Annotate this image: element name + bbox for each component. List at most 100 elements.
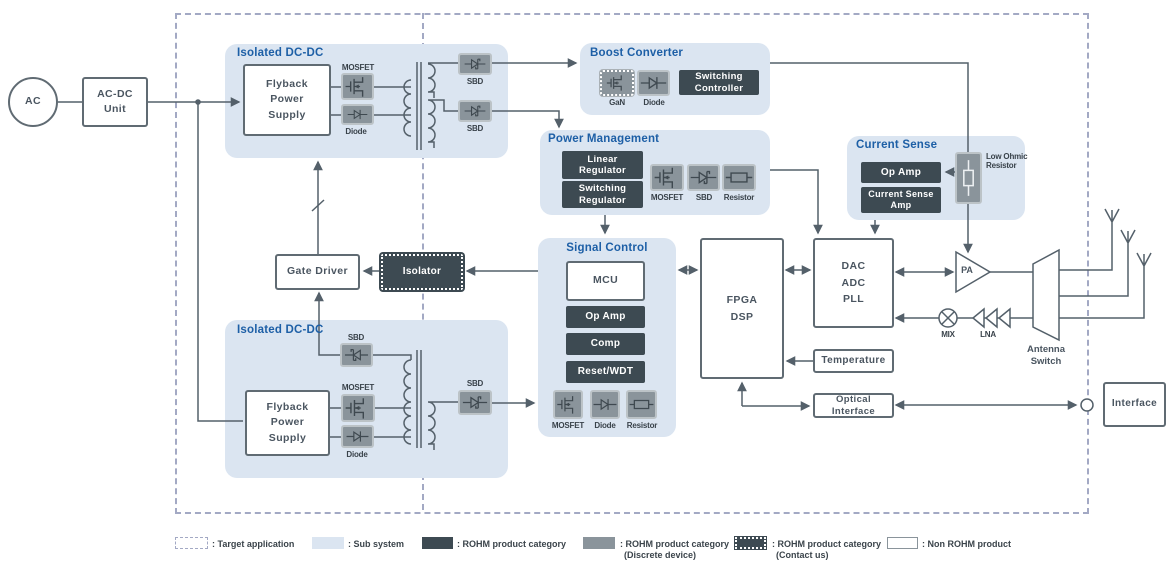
pm-mosfet-label: MOSFET	[650, 193, 684, 202]
transformer-bottom-core	[416, 350, 422, 448]
cs-opamp-box: Op Amp	[861, 162, 941, 183]
sbd-icon	[458, 53, 492, 75]
sbd-icon	[458, 100, 492, 122]
flyback-bottom-box: Flyback Power Supply	[245, 390, 330, 456]
transformer-top-secondary2	[427, 99, 458, 148]
temperature-box: Temperature	[813, 349, 894, 373]
transformer-top-primary	[403, 79, 412, 137]
legend-label-contact-main: : ROHM product category	[772, 539, 882, 549]
antenna-2	[1059, 229, 1136, 297]
legend-label-target: : Target application	[212, 539, 295, 549]
wire-primary-top-lead	[372, 354, 412, 360]
mosfet-top-label: MOSFET	[341, 63, 375, 72]
interface-label: Interface	[1111, 398, 1158, 410]
legend-label-discrete-main: : ROHM product category	[620, 539, 730, 549]
legend-swatch-non-rohm	[887, 537, 918, 549]
transformer-top-core	[416, 62, 422, 150]
wire-flyback-bottom-stubs	[330, 407, 411, 438]
diode-icon	[637, 70, 670, 96]
pm-sbd-label: SBD	[695, 193, 713, 202]
sbd-rev-label: SBD	[347, 333, 365, 342]
legend-swatch-rohm	[422, 537, 453, 549]
wire-power-mgmt-to-dac	[770, 169, 823, 235]
reset-wdt-box: Reset/WDT	[566, 361, 645, 383]
mix-label: MIX	[941, 330, 955, 339]
fpga-dsp-label: FPGA DSP	[726, 293, 758, 323]
interface-box: Interface	[1103, 382, 1166, 427]
legend-label-discrete: : ROHM product category(Discrete device)	[620, 539, 729, 562]
gan-label: GaN	[609, 98, 625, 107]
lna-label: LNA	[980, 330, 996, 339]
boundary-connector-circle	[1080, 398, 1094, 412]
wire-boost-to-pa	[770, 62, 973, 254]
low-ohmic-resistor-label: Low Ohmic Resistor	[986, 152, 1028, 170]
diode-top-label: Diode	[345, 127, 367, 136]
ac-source: AC	[8, 77, 58, 127]
comp-box: Comp	[566, 333, 645, 355]
fpga-dsp-box: FPGA DSP	[700, 238, 784, 379]
diode-icon	[590, 390, 620, 419]
cs-opamp-label: Op Amp	[880, 166, 922, 178]
sbd-icon	[687, 164, 720, 191]
sc-opamp-box: Op Amp	[566, 306, 645, 328]
switching-regulator-label: Switching Regulator	[578, 183, 627, 206]
acdc-label: AC-DC Unit	[97, 87, 133, 115]
isolator-label: Isolator	[402, 266, 442, 277]
diode-bottom-label: Diode	[346, 450, 368, 459]
mosfet-icon	[650, 164, 684, 191]
pm-resistor-label: Resistor	[723, 193, 755, 202]
sbd-reversed-icon	[340, 343, 373, 367]
mcu-box: MCU	[566, 261, 645, 301]
sc-opamp-label: Op Amp	[585, 311, 626, 322]
linear-regulator-box: Linear Regulator	[562, 151, 643, 179]
optical-interface-box: Optical Interface	[813, 393, 894, 418]
antenna-switch-shape	[1032, 248, 1060, 342]
legend-label-subsystem: : Sub system	[348, 539, 405, 549]
optical-interface-label: Optical Interface	[831, 394, 876, 417]
resistor-icon	[626, 390, 657, 419]
sbd1-label: SBD	[466, 77, 484, 86]
diode-icon	[341, 104, 374, 125]
lna-chevrons-shape	[971, 307, 1011, 329]
wire-sbd2-to-power-mgmt	[492, 110, 564, 129]
switching-controller-label: Switching Controller	[694, 71, 744, 94]
boost-title: Boost Converter	[590, 47, 684, 59]
sbd2-label: SBD	[466, 124, 484, 133]
legend-swatch-target	[175, 537, 208, 549]
legend-swatch-discrete	[583, 537, 615, 549]
mcu-label: MCU	[592, 274, 619, 287]
mosfet-icon	[341, 394, 375, 422]
transformer-bottom-primary	[403, 359, 412, 445]
dac-adc-pll-box: DAC ADC PLL	[813, 238, 894, 328]
mosfet-bottom-label: MOSFET	[341, 383, 375, 392]
ac-label: AC	[25, 95, 41, 108]
wire-slash-tick	[311, 199, 325, 212]
legend-swatch-subsystem	[312, 537, 344, 549]
legend-label-non-rohm: : Non ROHM product	[922, 539, 1011, 549]
sc-title: Signal Control	[566, 242, 648, 254]
boost-diode-label: Diode	[643, 98, 665, 107]
legend-label-rohm: : ROHM product category	[457, 539, 567, 549]
mosfet-icon	[553, 390, 583, 419]
flyback-top-label: Flyback Power Supply	[266, 78, 308, 121]
antenna-switch-label: Antenna Switch	[1027, 344, 1065, 367]
legend-swatch-contact	[735, 537, 766, 549]
dac-adc-pll-label: DAC ADC PLL	[841, 259, 866, 306]
gate-driver-label: Gate Driver	[286, 265, 348, 278]
antenna-1	[1059, 208, 1120, 271]
transformer-top-secondary1	[427, 62, 458, 98]
legend-label-contact-sub: (Contact us)	[776, 550, 829, 561]
isolator-box: Isolator	[381, 254, 463, 290]
gan-icon	[600, 70, 634, 96]
iso-top-title: Isolated DC-DC	[237, 47, 324, 59]
sc-diode-label: Diode	[594, 421, 616, 430]
resistor-icon	[722, 164, 756, 191]
diode-icon	[341, 425, 374, 448]
current-sense-amp-label: Current Sense Amp	[868, 189, 934, 210]
pm-title: Power Management	[548, 133, 660, 145]
reset-wdt-label: Reset/WDT	[577, 366, 634, 377]
sc-mosfet-label: MOSFET	[551, 421, 585, 430]
linear-regulator-label: Linear Regulator	[578, 153, 627, 176]
wire-acdc-to-flyback-bottom	[197, 102, 243, 422]
